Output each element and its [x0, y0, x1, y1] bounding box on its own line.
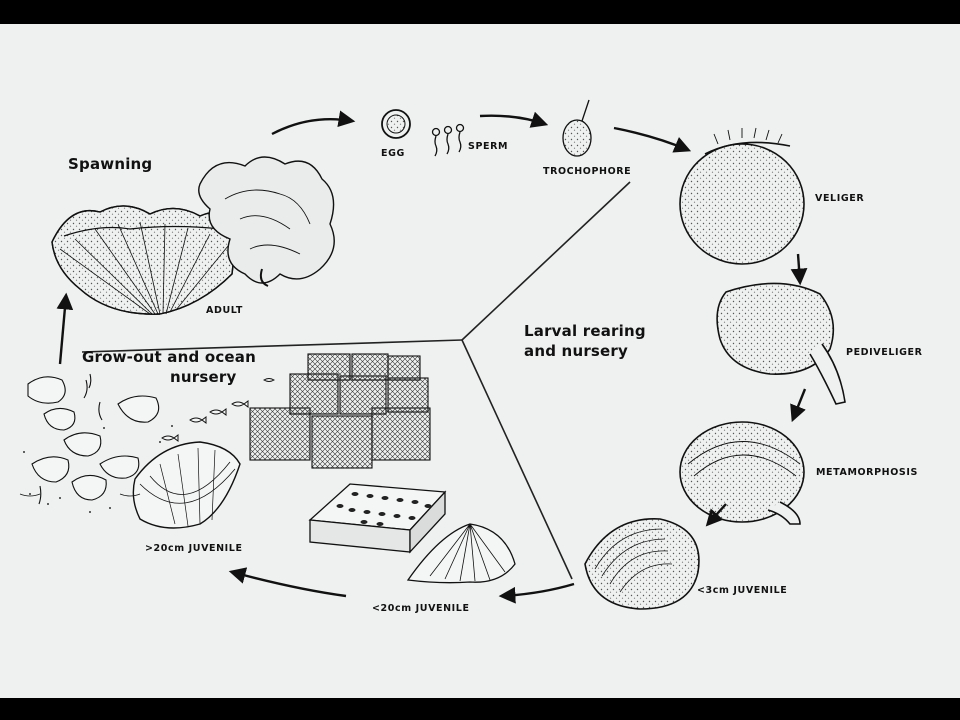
sperm-icon [431, 123, 465, 157]
label-sperm: SPERM [468, 141, 509, 152]
egg-icon [381, 109, 411, 139]
life-cycle-diagram: Spawning EGG SPERM TROCHOPHORE VELIGER A… [0, 24, 960, 698]
nursery-tray-icon [308, 483, 447, 554]
label-ocean-nursery: nursery [170, 368, 237, 386]
trochophore-icon [562, 99, 592, 157]
diagram-canvas [19, 99, 846, 610]
label-trochophore: TROCHOPHORE [543, 166, 632, 177]
cycle-arrow-icon [228, 567, 347, 598]
cycle-arrow-icon [271, 110, 356, 136]
veliger-icon [679, 127, 805, 265]
cycle-arrow-icon [790, 253, 808, 286]
cycle-arrow-icon [498, 582, 575, 604]
section-dividers [81, 181, 631, 580]
label-spawning: Spawning [68, 155, 153, 173]
label-grow-out: Grow-out and ocean [82, 348, 257, 366]
cycle-arrow-icon [613, 126, 692, 153]
label-and-nursery: and nursery [524, 342, 628, 360]
label-veliger: VELIGER [815, 193, 865, 204]
grow-out-clams-icon [19, 373, 173, 513]
metamorphosis-icon [679, 421, 805, 525]
pediveliger-icon [716, 282, 846, 405]
label-juvenile-lt20cm: <20cm JUVENILE [372, 603, 470, 614]
cycle-arrow-icon [56, 292, 74, 365]
juvenile-20cm-icon [406, 523, 516, 584]
cycle-arrow-icon [479, 111, 549, 128]
juvenile-gt20cm-icon [132, 441, 241, 529]
ocean-cages-icon [249, 353, 431, 469]
label-juvenile-gt20cm: >20cm JUVENILE [145, 543, 243, 554]
juvenile-3cm-icon [584, 518, 700, 610]
label-larval-rearing: Larval rearing [524, 322, 646, 340]
label-juvenile-lt3cm: <3cm JUVENILE [697, 585, 788, 596]
cycle-arrows [56, 110, 808, 604]
fish-icon [161, 378, 275, 442]
cycle-arrow-icon [790, 388, 807, 423]
label-egg: EGG [381, 148, 405, 159]
label-adult: ADULT [206, 305, 243, 316]
giant-clam-adult-icon [51, 156, 335, 315]
label-pediveliger: PEDIVELIGER [846, 347, 923, 358]
label-metamorphosis: METAMORPHOSIS [816, 467, 918, 478]
